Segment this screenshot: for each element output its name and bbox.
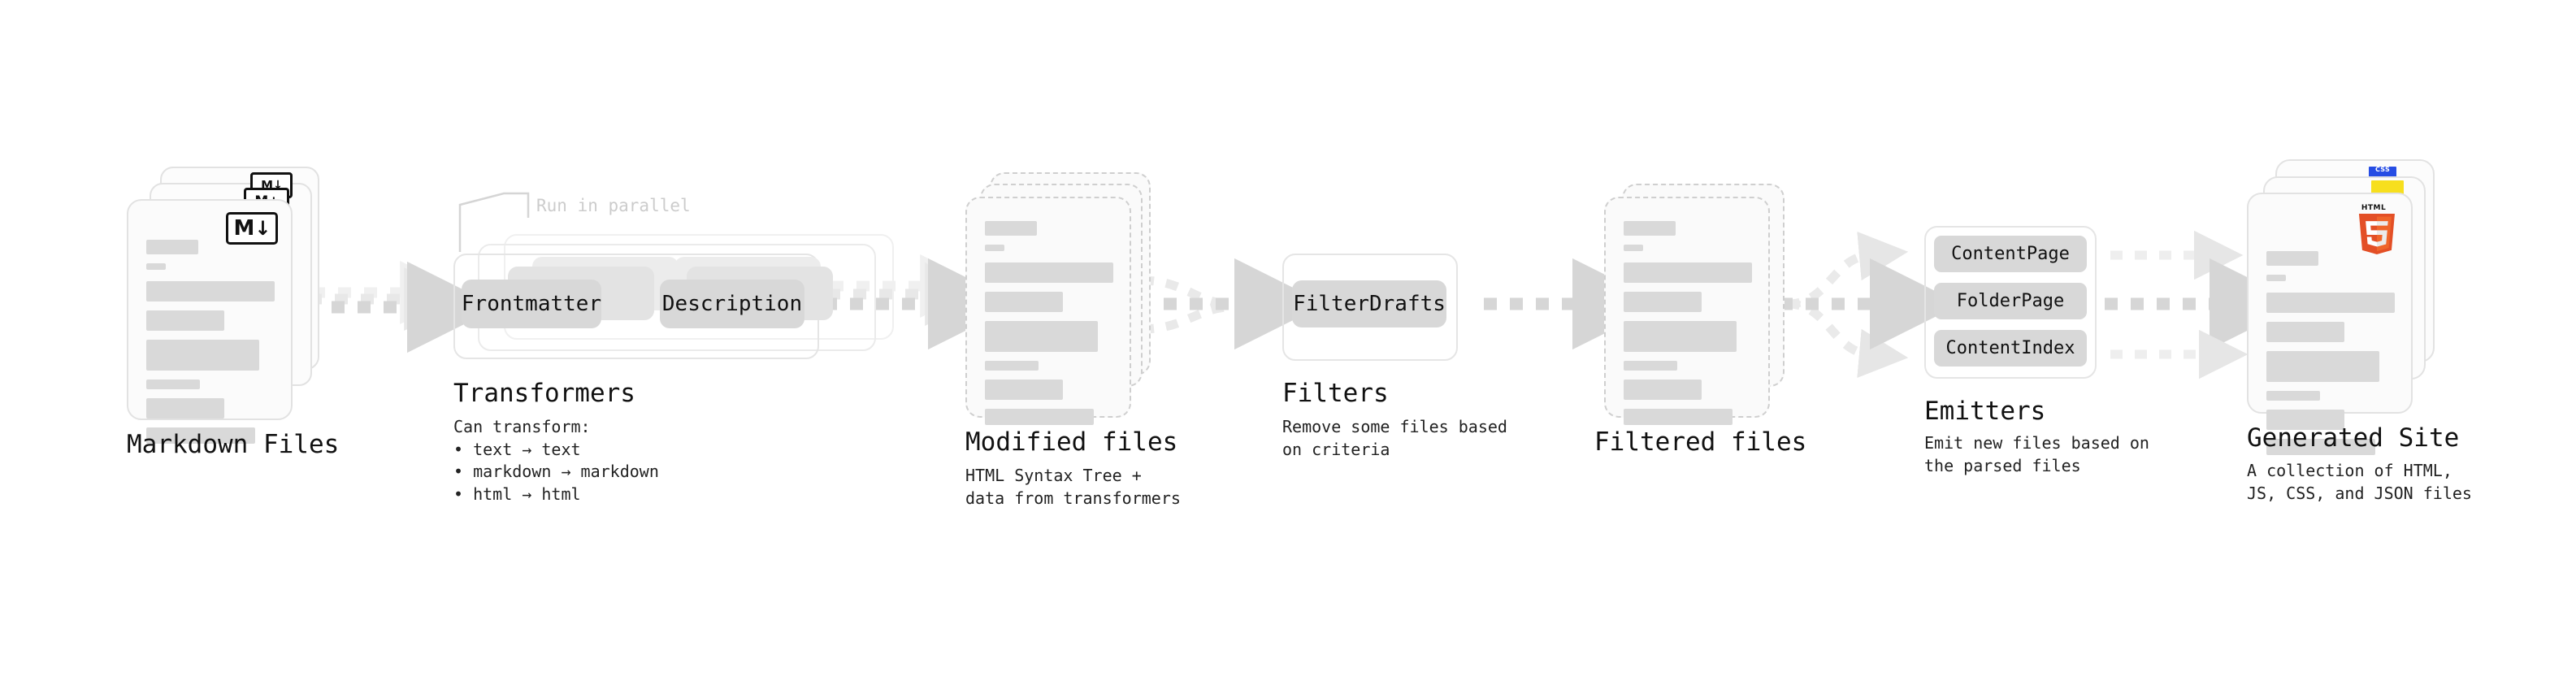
content-bar bbox=[1624, 245, 1643, 251]
transformer-chip-description[interactable]: Description bbox=[660, 280, 804, 328]
content-bar bbox=[146, 281, 275, 301]
css-icon-label: CSS bbox=[2374, 166, 2391, 173]
css-icon: CSS bbox=[2369, 167, 2396, 178]
transformer-chip-frontmatter[interactable]: Frontmatter bbox=[462, 280, 601, 328]
content-bar bbox=[985, 262, 1113, 283]
run-in-parallel-label: Run in parallel bbox=[536, 196, 691, 215]
filters-chip-filterdrafts[interactable]: FilterDrafts bbox=[1292, 280, 1446, 327]
content-bar bbox=[1624, 361, 1678, 371]
stage-title-markdown-files: Markdown Files bbox=[127, 430, 340, 459]
stage-title-generated-site: Generated Site bbox=[2247, 423, 2460, 453]
arrow-filtered-to-emitters bbox=[1780, 231, 1962, 379]
content-bar bbox=[2266, 322, 2345, 342]
content-bar bbox=[2266, 293, 2395, 313]
stage-title-emitters: Emitters bbox=[1924, 397, 2046, 426]
arrow-modified-to-filters bbox=[1138, 258, 1326, 350]
content-bar bbox=[146, 310, 225, 331]
filters-group bbox=[1282, 254, 1458, 361]
stage-title-transformers: Transformers bbox=[453, 379, 635, 408]
arrow-emitters-to-site bbox=[2105, 230, 2301, 380]
content-bar bbox=[985, 409, 1095, 425]
content-bar bbox=[146, 340, 260, 371]
content-bar bbox=[2266, 439, 2376, 455]
content-bar bbox=[146, 427, 256, 444]
content-bar bbox=[985, 361, 1039, 371]
markdown-card-front: M ↓ bbox=[127, 199, 293, 444]
stage-title-filtered-files: Filtered files bbox=[1594, 427, 1807, 457]
markdown-icon: M ↓ bbox=[226, 212, 278, 245]
content-bar bbox=[1624, 380, 1702, 400]
emitters-chip-folderpage[interactable]: FolderPage bbox=[1934, 283, 2087, 319]
site-card-content bbox=[2266, 251, 2395, 464]
markdown-card-content bbox=[146, 240, 275, 453]
markdown-icon-letter: M bbox=[233, 216, 255, 241]
html5-icon: HTML bbox=[2353, 204, 2395, 254]
modified-card-content bbox=[985, 221, 1113, 434]
emitters-group bbox=[1924, 226, 2097, 379]
stage-caption-filters: Remove some files based on criteria bbox=[1282, 417, 1507, 459]
content-bar bbox=[985, 245, 1004, 251]
content-bar bbox=[1624, 292, 1702, 312]
stage-caption-transformers: Can transform: • text → text • markdown … bbox=[453, 417, 659, 504]
filters-chip-label: FilterDrafts bbox=[1293, 292, 1446, 316]
html5-icon-caption: HTML bbox=[2361, 204, 2387, 212]
site-card-front: HTML bbox=[2247, 193, 2413, 455]
content-bar bbox=[985, 380, 1064, 400]
emitters-chip-contentindex[interactable]: ContentIndex bbox=[1934, 330, 2087, 367]
stage-caption-generated-site: A collection of HTML, JS, CSS, and JSON … bbox=[2247, 461, 2472, 503]
emitters-chip-label: ContentPage bbox=[1951, 244, 2070, 264]
filtered-card-front bbox=[1604, 197, 1770, 425]
arrow-markdown-to-transformers bbox=[306, 261, 499, 354]
content-bar bbox=[146, 240, 198, 254]
content-bar bbox=[2266, 410, 2345, 430]
modified-card-front bbox=[965, 197, 1131, 425]
content-bar bbox=[146, 263, 166, 270]
content-bar bbox=[2266, 251, 2318, 266]
markdown-icon-arrow: ↓ bbox=[273, 179, 283, 192]
filtered-card-content bbox=[1624, 221, 1752, 434]
content-bar bbox=[2266, 275, 2286, 281]
transformer-chip-label: Description bbox=[661, 292, 803, 316]
stage-title-filters: Filters bbox=[1282, 379, 1389, 408]
content-bar bbox=[146, 380, 201, 389]
content-bar bbox=[1624, 409, 1733, 425]
content-bar bbox=[146, 398, 225, 419]
content-bar bbox=[985, 321, 1099, 352]
content-bar bbox=[1624, 221, 1676, 236]
stage-title-modified-files: Modified files bbox=[965, 427, 1178, 457]
markdown-icon-arrow: ↓ bbox=[254, 217, 271, 240]
stage-caption-modified-files: HTML Syntax Tree + data from transformer… bbox=[965, 466, 1181, 508]
stage-caption-emitters: Emit new files based on the parsed files bbox=[1924, 433, 2149, 475]
content-bar bbox=[985, 221, 1037, 236]
content-bar bbox=[2266, 351, 2380, 382]
content-bar bbox=[2266, 391, 2321, 401]
content-bar bbox=[1624, 262, 1752, 283]
transformer-chip-label: Frontmatter bbox=[461, 292, 602, 316]
content-bar bbox=[1624, 321, 1737, 352]
content-bar bbox=[985, 292, 1064, 312]
emitters-chip-label: ContentIndex bbox=[1945, 338, 2075, 358]
emitters-chip-label: FolderPage bbox=[1956, 291, 2065, 311]
emitters-chip-contentpage[interactable]: ContentPage bbox=[1934, 236, 2087, 272]
